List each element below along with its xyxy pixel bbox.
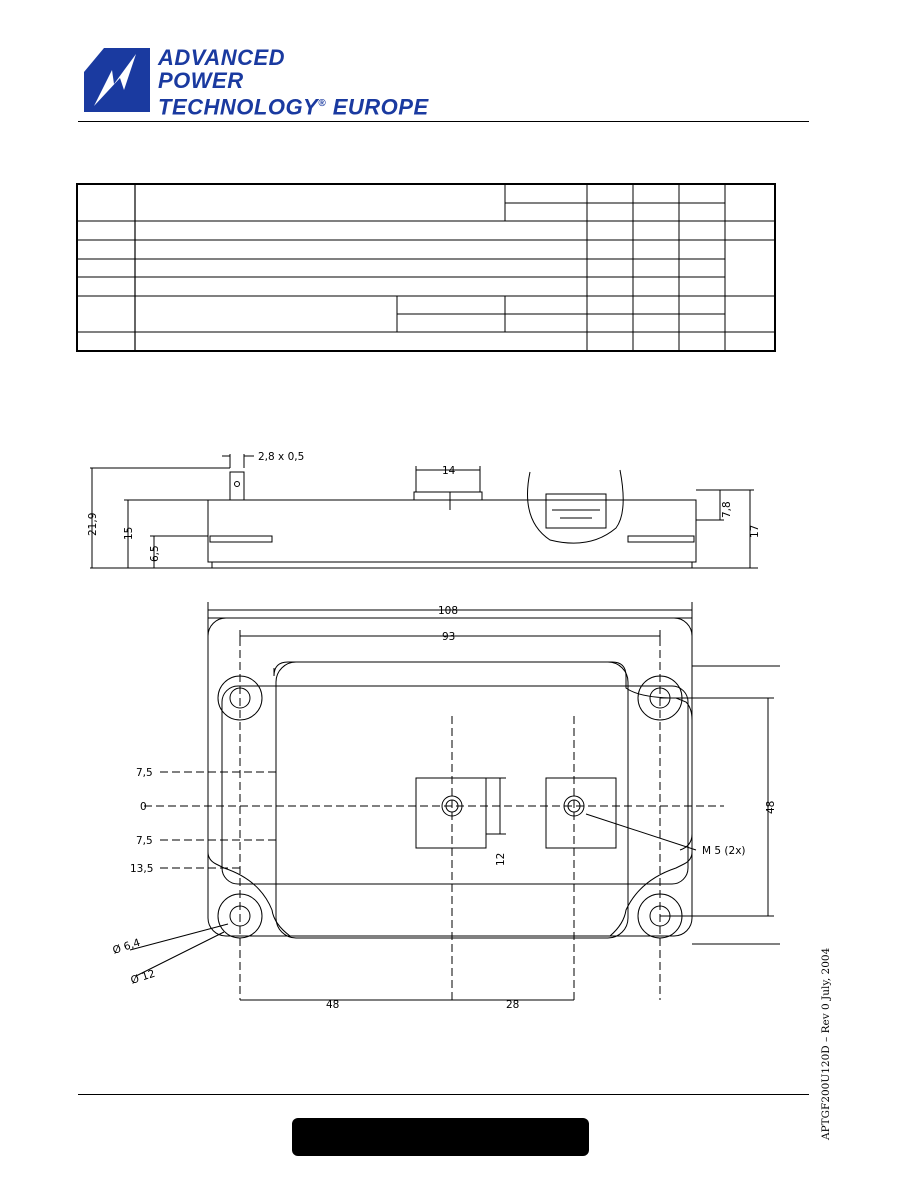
thread-label: M 5 (2x) — [702, 845, 746, 857]
spec-table — [76, 183, 776, 352]
side-terminal — [413, 491, 483, 501]
offset-label-4: 13,5 — [130, 863, 153, 875]
offset-label-2: 0 — [140, 801, 147, 813]
logo-line-2: POWER — [158, 68, 244, 93]
terminal-left — [415, 777, 487, 849]
footer-rule — [78, 1094, 809, 1095]
height-base-label: 6,5 — [149, 545, 161, 562]
terminal-right — [545, 777, 617, 849]
bottom-dim-right-label: 28 — [506, 999, 519, 1011]
footer-bar — [292, 1118, 589, 1156]
lightning-logo-icon — [84, 48, 150, 112]
offset-label-3: 7,5 — [136, 835, 153, 847]
overall-width-label: 108 — [438, 605, 458, 617]
screw-height-label: 7,8 — [721, 501, 733, 518]
offset-label-1: 7,5 — [136, 767, 153, 779]
height-total-label: 21,9 — [87, 513, 99, 536]
hole-large-label: Ø 12 — [129, 968, 156, 987]
package-outline-drawing: 2,8 x 0,5 14 21,9 15 6,5 7,8 17 108 93 6… — [87, 451, 780, 1011]
side-pin — [229, 471, 245, 501]
company-logo: ADVANCED POWER TECHNOLOGY® EUROPE — [84, 46, 464, 120]
logo-line-1: ADVANCED — [158, 45, 286, 70]
logo-wordmark: ADVANCED POWER TECHNOLOGY® EUROPE — [158, 46, 429, 118]
right-height-label: 17 — [749, 525, 761, 538]
terminal-width-label: 14 — [442, 465, 456, 477]
logo-line-3: TECHNOLOGY® EUROPE — [158, 94, 429, 120]
hole-spacing-label: 93 — [442, 631, 455, 643]
document-revision-note: APTGF200U120D – Rev 0 July, 2004 — [820, 947, 832, 1140]
hole-small-label: Ø 6,4 — [111, 937, 142, 957]
height-body-label: 15 — [123, 527, 135, 540]
bottom-dim-left-label: 48 — [326, 999, 339, 1011]
terminal-height-label: 12 — [495, 853, 507, 866]
header-rule — [78, 121, 809, 122]
hole-vertical-label: 48 — [765, 801, 777, 814]
pin-dim-label: 2,8 x 0,5 — [258, 451, 304, 463]
